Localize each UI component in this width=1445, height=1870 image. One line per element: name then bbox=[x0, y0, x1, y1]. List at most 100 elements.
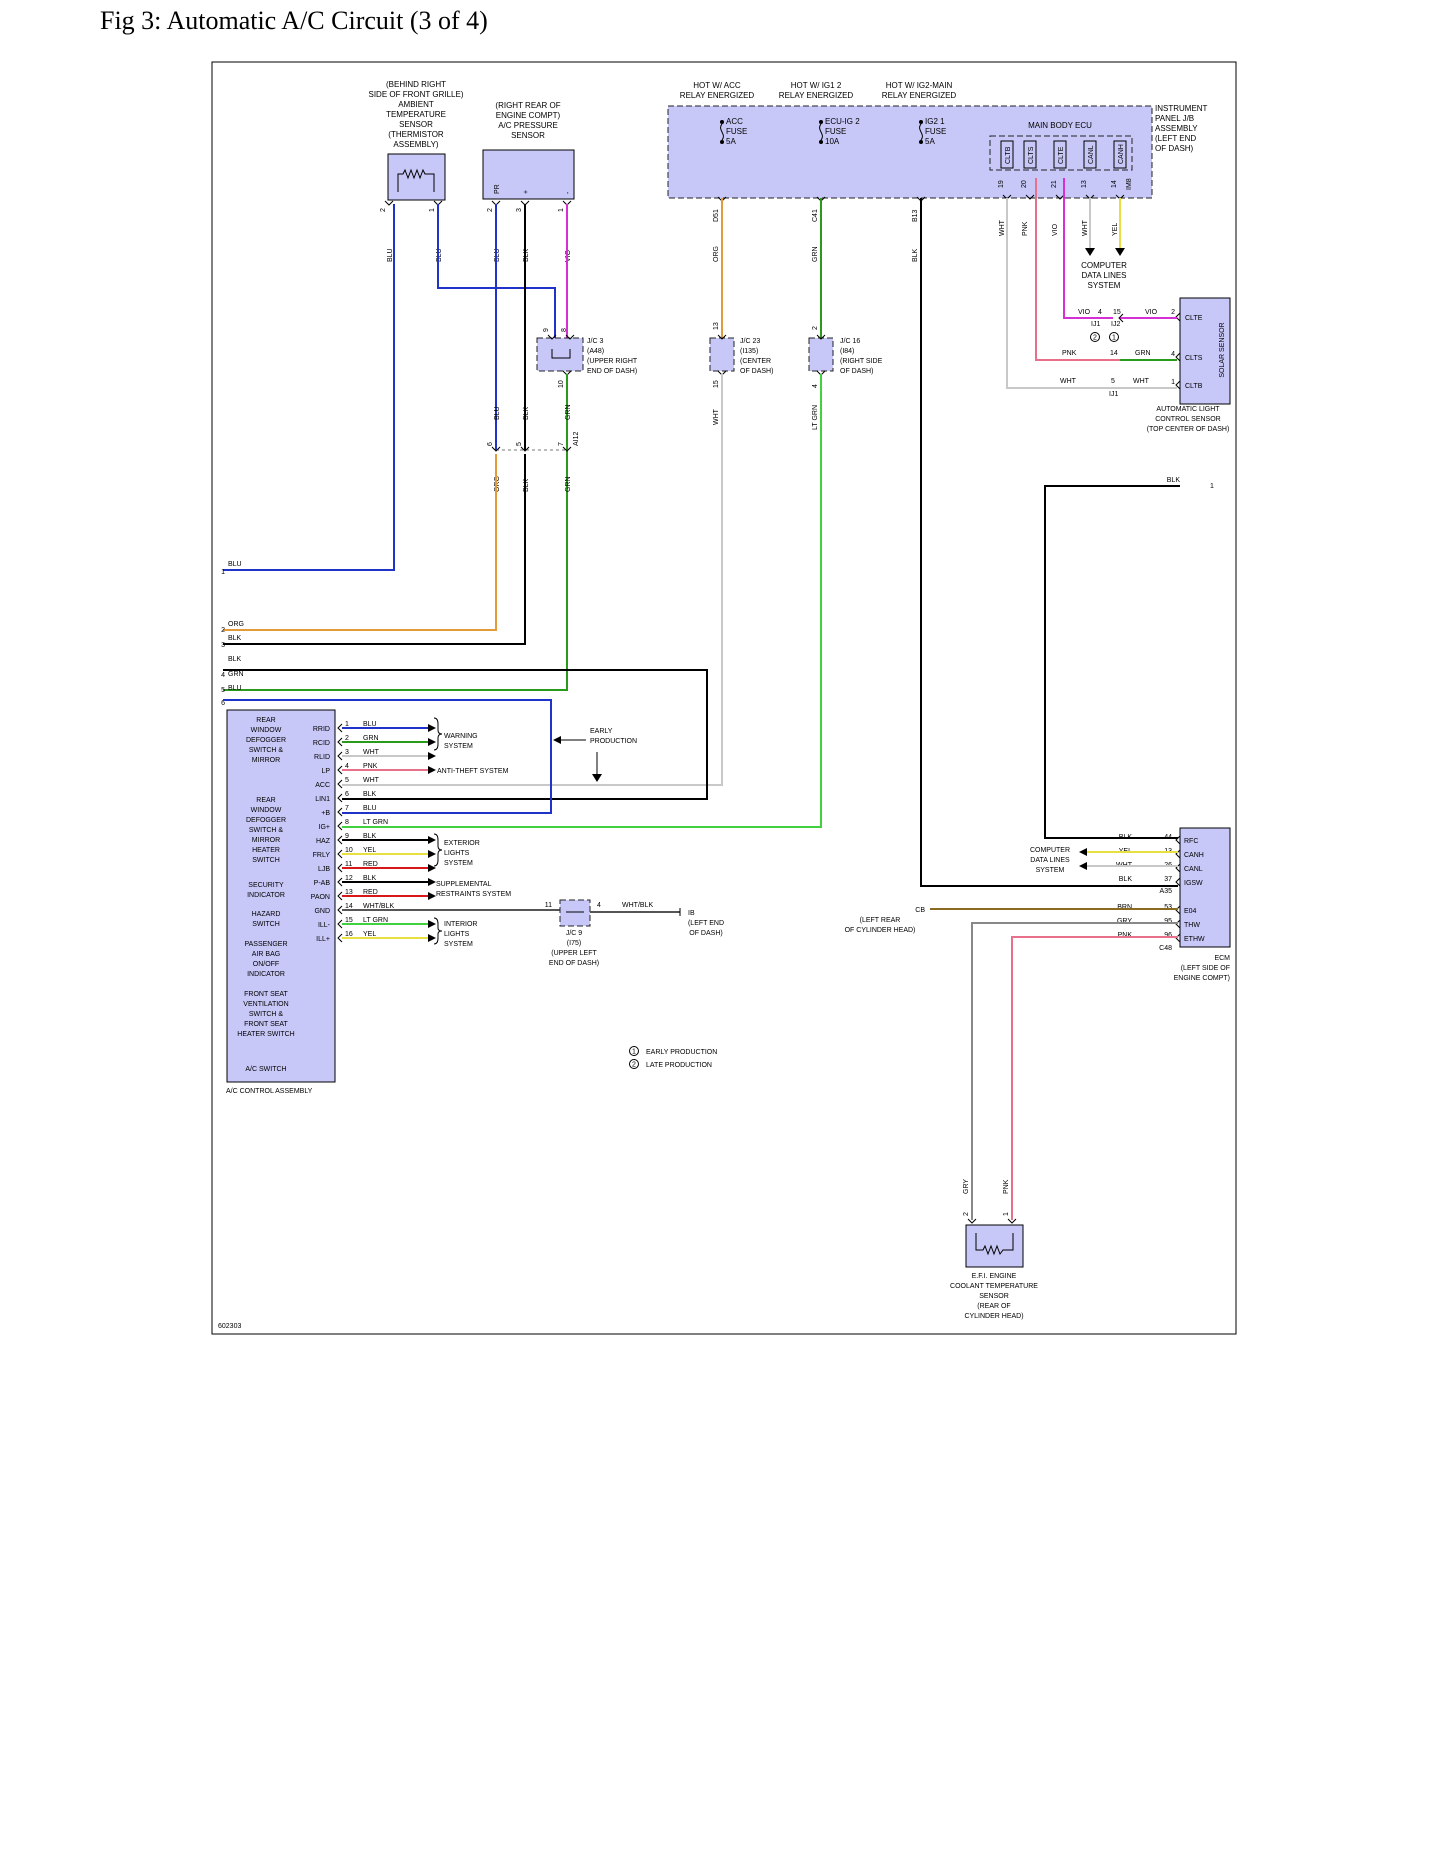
ambient-pin-num: 1 bbox=[429, 208, 436, 212]
ecm-pin-wire-label: GRY bbox=[1117, 918, 1132, 925]
ecu-clts-wire bbox=[1035, 178, 1120, 361]
pressure-sensor-caption-0: (RIGHT REAR OF bbox=[495, 101, 560, 110]
hot-ig1-label-1: RELAY ENERGIZED bbox=[779, 91, 854, 100]
jc9-box bbox=[559, 899, 591, 927]
ambient-pin-num: 2 bbox=[380, 208, 387, 212]
solar-caption-0: AUTOMATIC LIGHT bbox=[1156, 406, 1220, 413]
acc-pin-wire-label: RED bbox=[363, 889, 378, 896]
ecu-pin-num: 20 bbox=[1021, 180, 1028, 188]
d51-wire-label: ORG bbox=[713, 246, 720, 262]
acc-pin-name: HAZ bbox=[316, 838, 331, 845]
solar-ij1-label: IJ1 bbox=[1091, 321, 1100, 328]
blk-rfc-wire bbox=[1044, 485, 1180, 839]
solar-pin-chevron bbox=[1175, 380, 1181, 390]
fuse-ecu-label-0: ECU-IG 2 bbox=[825, 117, 860, 126]
ecm-box bbox=[1179, 827, 1231, 948]
left-wire-label: BLU bbox=[228, 561, 242, 568]
early-production-label-0: EARLY bbox=[590, 728, 613, 735]
jc3-pin-9 bbox=[547, 334, 557, 340]
ecm-pin-chevron bbox=[1175, 835, 1181, 845]
left-wire-label: ORG bbox=[228, 621, 244, 628]
ac-control-assembly bbox=[226, 709, 336, 1083]
acc-pin-name: FRLY bbox=[313, 852, 331, 859]
acc-module-label-1-2: DEFOGGER bbox=[246, 817, 286, 824]
ai12-upper-wire-label: BLU bbox=[494, 406, 501, 420]
acc-pin-wire-label: WHT/BLK bbox=[363, 903, 394, 910]
hot-ig2-label-0: HOT W/ IG2-MAIN bbox=[886, 81, 953, 90]
acc-illm-arrow bbox=[428, 920, 436, 928]
exterior-lights-label-2: SYSTEM bbox=[444, 860, 473, 867]
acc-pin-name: LIN1 bbox=[315, 796, 330, 803]
ai12-org-wire bbox=[223, 454, 497, 631]
exterior-lights-label-1: LIGHTS bbox=[444, 850, 470, 857]
srs-label-1: RESTRAINTS SYSTEM bbox=[436, 891, 511, 898]
anti-theft-label: ANTI-THEFT SYSTEM bbox=[437, 768, 509, 775]
acc-pin-wire-label: BLU bbox=[363, 721, 377, 728]
acc-pin-name: RRID bbox=[313, 726, 330, 733]
coolant-caption-2: SENSOR bbox=[979, 1293, 1009, 1300]
fuse-ecu-label-2: 10A bbox=[825, 137, 840, 146]
ambient-wire-label: BLU bbox=[436, 248, 443, 262]
acc-module-label-0-0: REAR bbox=[256, 717, 275, 724]
acc-pin-wire-label: YEL bbox=[363, 847, 376, 854]
acc-pin-num: 14 bbox=[345, 903, 353, 910]
acc-pin-num: 12 bbox=[345, 875, 353, 882]
acc-pin-num: 11 bbox=[345, 861, 352, 868]
coolant-caption-1: COOLANT TEMPERATURE bbox=[950, 1283, 1038, 1290]
solar-circle-2 bbox=[1090, 332, 1100, 342]
acc-module-label-2-1: INDICATOR bbox=[247, 892, 285, 899]
acc-module-label-1-4: MIRROR bbox=[252, 837, 280, 844]
ipjb-caption-1: PANEL J/B bbox=[1155, 114, 1194, 123]
ambient-sensor-caption-3: TEMPERATURE bbox=[386, 110, 446, 119]
ai12-connector-id: AI12 bbox=[573, 431, 580, 446]
jc9-wire-label: WHT/BLK bbox=[622, 902, 653, 909]
fuse-bottom-dot bbox=[720, 140, 724, 144]
ecu-pin-chevron bbox=[1025, 194, 1035, 200]
figure-id-label: 602303 bbox=[218, 1323, 241, 1330]
ambient-sensor-caption-1: SIDE OF FRONT GRILLE) bbox=[369, 90, 464, 99]
acc-pin-name: ACC bbox=[315, 782, 330, 789]
ecu-pin-name: CANH bbox=[1118, 144, 1125, 164]
left-wire-label: BLK bbox=[228, 656, 242, 663]
cdl-top-label-2: SYSTEM bbox=[1088, 281, 1121, 290]
acc-module-label-0-2: DEFOGGER bbox=[246, 737, 286, 744]
acc-pin-name: ILL- bbox=[318, 922, 331, 929]
acc-pin-wire-label: PNK bbox=[363, 763, 378, 770]
acc-module-label-1-5: HEATER bbox=[252, 847, 280, 854]
solar-pin-name: CLTE bbox=[1185, 315, 1203, 322]
solar-num: 15 bbox=[1113, 309, 1121, 316]
left-wire-label: GRN bbox=[228, 671, 244, 678]
jc3-out-wire bbox=[223, 374, 568, 691]
ecu-pin-name: CLTB bbox=[1005, 146, 1012, 164]
interior-lights-label-1: LIGHTS bbox=[444, 931, 470, 938]
ai12-lower-wire-label: GRN bbox=[565, 476, 572, 492]
ecu-pin-num: 13 bbox=[1081, 180, 1088, 188]
acc-pin-num: 7 bbox=[345, 805, 349, 812]
ai12-pin-num: 7 bbox=[558, 442, 565, 446]
blk-1-wire-label: BLK bbox=[1167, 477, 1181, 484]
interior-lights-label-0: INTERIOR bbox=[444, 921, 477, 928]
interior-lights-label-2: SYSTEM bbox=[444, 941, 473, 948]
ecm-pin-wire-label: BLK bbox=[1119, 834, 1133, 841]
early-arrow-head bbox=[553, 736, 561, 744]
ecu-cltb-wire bbox=[1006, 198, 1175, 389]
jc23-caption-2: (CENTER bbox=[740, 358, 771, 365]
solar-caption-2: (TOP CENTER OF DASH) bbox=[1147, 426, 1230, 433]
legend-circle bbox=[629, 1059, 639, 1069]
acc-module-label-5-4: HEATER SWITCH bbox=[237, 1031, 294, 1038]
acc-pin-wire-label: BLK bbox=[363, 833, 377, 840]
ecm-canl-arrow bbox=[1079, 862, 1087, 870]
ecm-pin-chevron bbox=[1175, 877, 1181, 887]
jc23-caption-3: OF DASH) bbox=[740, 368, 773, 375]
acc-pin-name: +B bbox=[321, 810, 330, 817]
acc-pin-num: 16 bbox=[345, 931, 353, 938]
cdl-top-label-1: DATA LINES bbox=[1081, 271, 1126, 280]
ecm-pin-name: THW bbox=[1184, 922, 1200, 929]
acc-paon-arrow bbox=[428, 892, 436, 900]
fuse-acc-label-0: ACC bbox=[726, 117, 743, 126]
cdl-arrow-1 bbox=[1085, 248, 1095, 256]
jc16-pin-4: 4 bbox=[812, 384, 819, 388]
interior-brace bbox=[433, 917, 443, 945]
ig2-fuse-wire bbox=[920, 198, 1178, 887]
acc-pin-num: 6 bbox=[345, 791, 349, 798]
